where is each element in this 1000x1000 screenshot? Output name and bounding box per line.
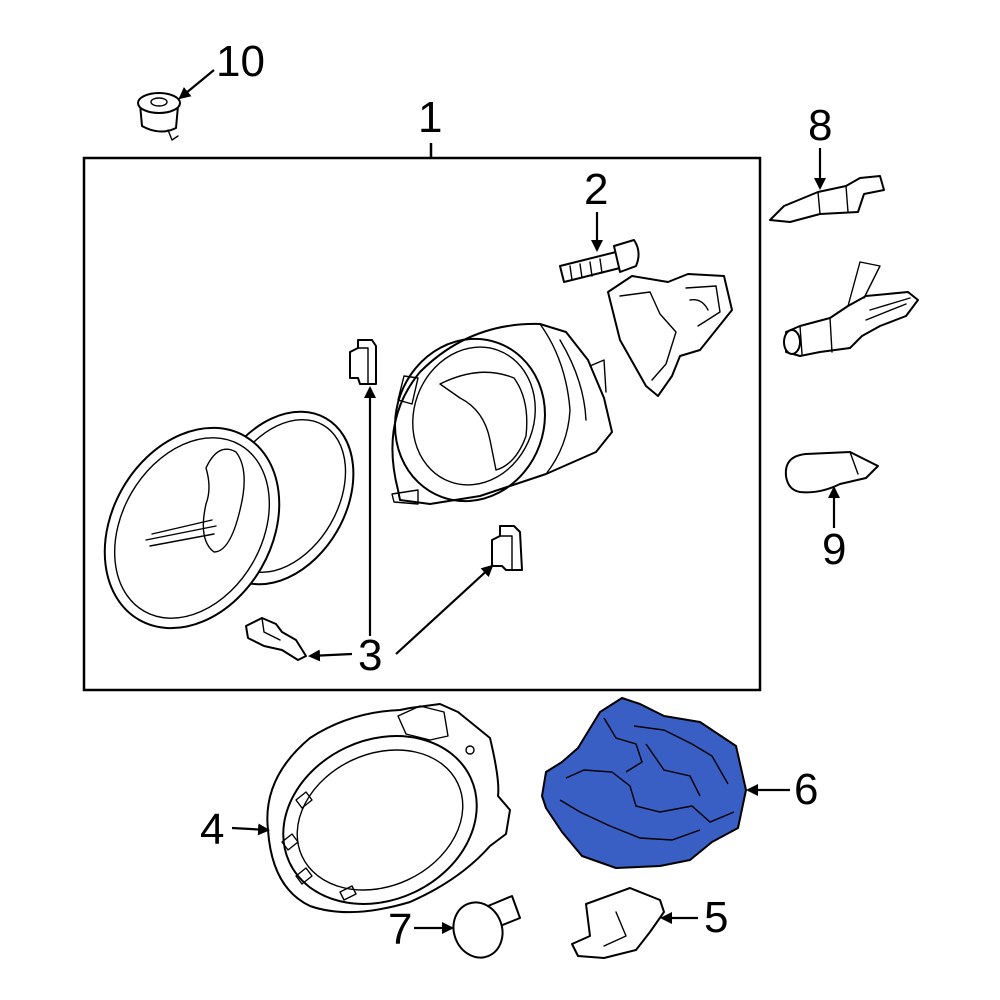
socket-bracket[interactable] [607, 273, 733, 397]
callout-9: 9 [822, 525, 846, 574]
part-8-bulb[interactable] [769, 175, 885, 223]
part-7-pin[interactable] [446, 895, 521, 964]
callout-7: 7 [388, 905, 412, 954]
bulb-connector[interactable] [783, 261, 919, 357]
part-9-bulb[interactable] [784, 451, 879, 494]
callout-5: 5 [704, 893, 728, 942]
part-6-cover-highlighted[interactable] [541, 697, 747, 869]
part-10-cap[interactable] [137, 92, 181, 141]
headlamp-lens[interactable] [70, 385, 383, 659]
part-5-bracket[interactable] [571, 887, 665, 959]
part-2-screw[interactable] [559, 239, 640, 283]
assembly-frame [82, 156, 762, 692]
part-3-clip-upper[interactable] [349, 339, 377, 385]
callout-2: 2 [584, 165, 608, 214]
part-3-clip-bracket[interactable] [245, 617, 307, 661]
callout-6: 6 [794, 765, 818, 814]
callout-8: 8 [808, 101, 832, 150]
leader-lines [178, 69, 840, 934]
headlamp-housing[interactable] [372, 318, 613, 523]
part-4-bezel[interactable] [256, 703, 511, 935]
callout-3: 3 [358, 631, 382, 680]
callout-4: 4 [200, 805, 224, 854]
callout-1: 1 [418, 93, 442, 142]
part-3-clip-lower[interactable] [491, 525, 523, 571]
callout-10: 10 [216, 37, 265, 86]
